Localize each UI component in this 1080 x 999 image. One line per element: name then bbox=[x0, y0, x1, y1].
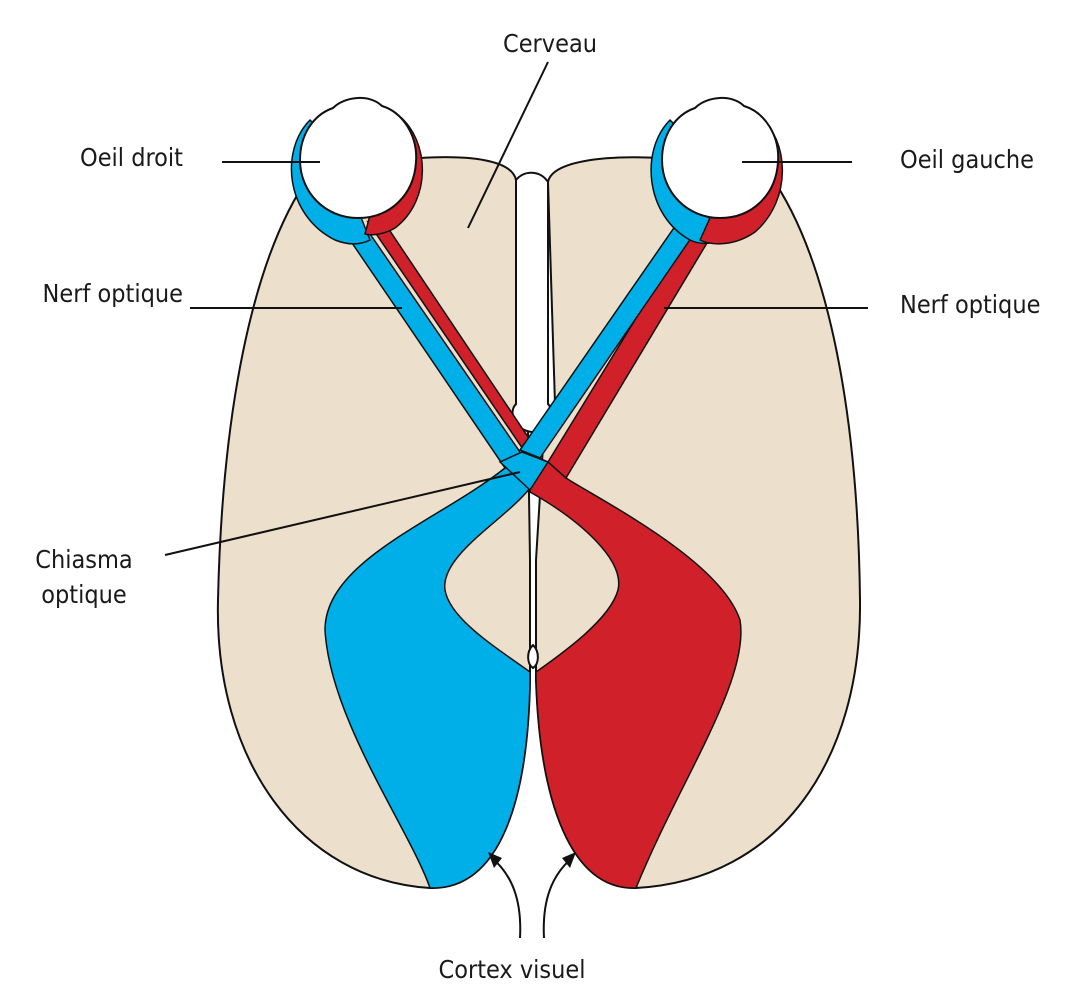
label-nerf-optique-right: Nerf optique bbox=[900, 290, 1040, 319]
label-nerf-optique-left: Nerf optique bbox=[43, 279, 183, 308]
arrow-cortex-left bbox=[491, 857, 522, 939]
arrow-cortex-right bbox=[542, 857, 573, 939]
right-eye-globe bbox=[298, 97, 418, 220]
label-chiasma-line1: Chiasma bbox=[35, 545, 132, 574]
leader-chiasma bbox=[164, 471, 521, 556]
label-oeil-gauche: Oeil gauche bbox=[900, 145, 1034, 174]
longitudinal-fissure bbox=[511, 171, 553, 434]
label-cerveau: Cerveau bbox=[503, 29, 597, 58]
left-eye bbox=[650, 97, 784, 245]
right-eye bbox=[290, 97, 424, 245]
arrow-cortex-right-head bbox=[562, 852, 576, 868]
red-optic-radiation bbox=[524, 450, 742, 889]
label-oeil-droit: Oeil droit bbox=[80, 143, 183, 172]
blue-optic-radiation bbox=[324, 454, 541, 889]
posterior-notch bbox=[527, 643, 539, 670]
arrow-cortex-left-head bbox=[488, 852, 502, 868]
label-cortex-visuel: Cortex visuel bbox=[439, 955, 586, 984]
optic-chiasma bbox=[498, 451, 550, 492]
left-eye-globe bbox=[660, 97, 780, 220]
label-chiasma-line2: optique bbox=[41, 580, 127, 609]
leader-cerveau bbox=[467, 61, 549, 229]
